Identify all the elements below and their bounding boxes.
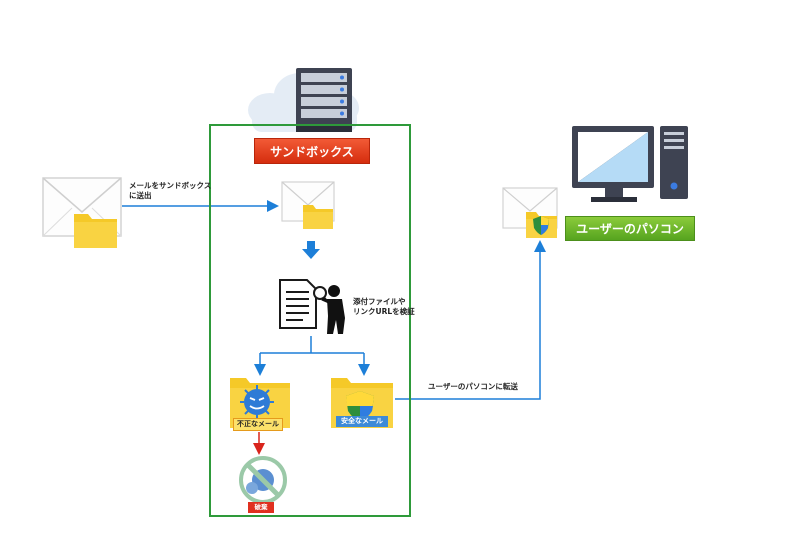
discard-tag: 破棄 (248, 502, 274, 513)
malicious-mail-tag: 不正なメール (233, 418, 283, 431)
user-pc-title: ユーザーのパソコン (565, 216, 695, 241)
send-label-line-2: に送出 (129, 191, 152, 200)
forward-label: ユーザーのパソコンに転送 (428, 382, 518, 391)
inspector-person-icon (321, 285, 345, 334)
send-label-line-1: メールをサンドボックス (129, 181, 212, 190)
shield-icon (533, 216, 549, 235)
send-label: メールをサンドボックス に送出 (129, 181, 211, 201)
server-icon (296, 68, 352, 132)
inspect-label-line-2: リンクURLを検証 (353, 307, 415, 316)
forward-arrow (395, 240, 546, 400)
inspect-label: 添付ファイルや リンクURLを検証 (353, 297, 415, 317)
sandbox-title: サンドボックス (254, 138, 370, 164)
down-arrow-icon (302, 241, 320, 259)
virus-icon (240, 385, 274, 419)
folder-icon (303, 205, 333, 229)
folder-icon (74, 214, 117, 248)
safe-mail-tag: 安全なメール (336, 416, 388, 427)
inspect-label-line-1: 添付ファイルや (353, 297, 406, 306)
sandbox-frame (209, 124, 411, 517)
shield-icon (346, 391, 374, 422)
desktop-pc-icon (572, 126, 688, 202)
document-icon (279, 279, 317, 329)
branch-arrows (254, 336, 370, 376)
